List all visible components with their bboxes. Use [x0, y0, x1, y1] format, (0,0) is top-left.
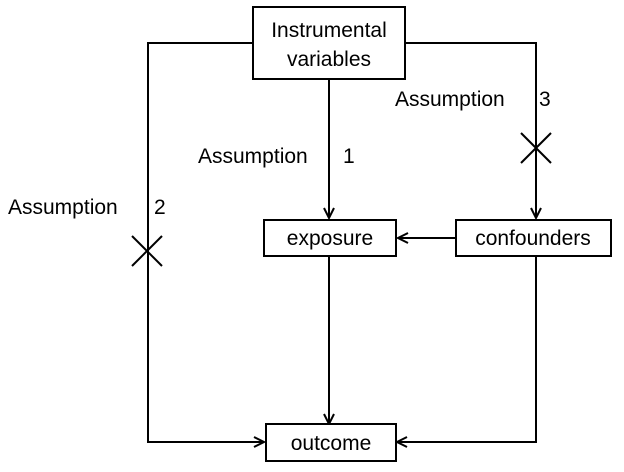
node-exposure: exposure	[263, 219, 397, 257]
edge-confounders-to-outcome	[397, 256, 537, 442]
assumption-3-text: Assumption	[395, 88, 505, 111]
node-outcome: outcome	[265, 423, 397, 462]
node-instrumental-variables: Instrumental variables	[252, 6, 406, 80]
assumption-1-number: 1	[343, 145, 355, 168]
node-confounders-label: confounders	[475, 227, 591, 250]
node-outcome-label: outcome	[291, 432, 372, 455]
edge-instrument-to-outcome	[147, 42, 264, 442]
assumption-2-label: Assumption 2	[8, 196, 166, 219]
assumption-1-text: Assumption	[198, 145, 308, 168]
assumption-2-text: Assumption	[8, 196, 118, 219]
node-instrumental-variables-line2: variables	[287, 48, 371, 71]
assumption-3-number: 3	[539, 88, 551, 111]
assumption-3-cross-icon	[520, 132, 552, 164]
node-exposure-label: exposure	[287, 227, 373, 250]
assumption-2-number: 2	[154, 196, 166, 219]
assumption-2-cross-icon	[131, 235, 163, 267]
assumption-3-label: Assumption 3	[395, 88, 551, 111]
assumption-1-label: Assumption 1	[198, 145, 355, 168]
node-confounders: confounders	[455, 219, 612, 257]
edge-instrument-to-confounders	[405, 42, 536, 218]
node-instrumental-variables-line1: Instrumental	[271, 19, 387, 42]
